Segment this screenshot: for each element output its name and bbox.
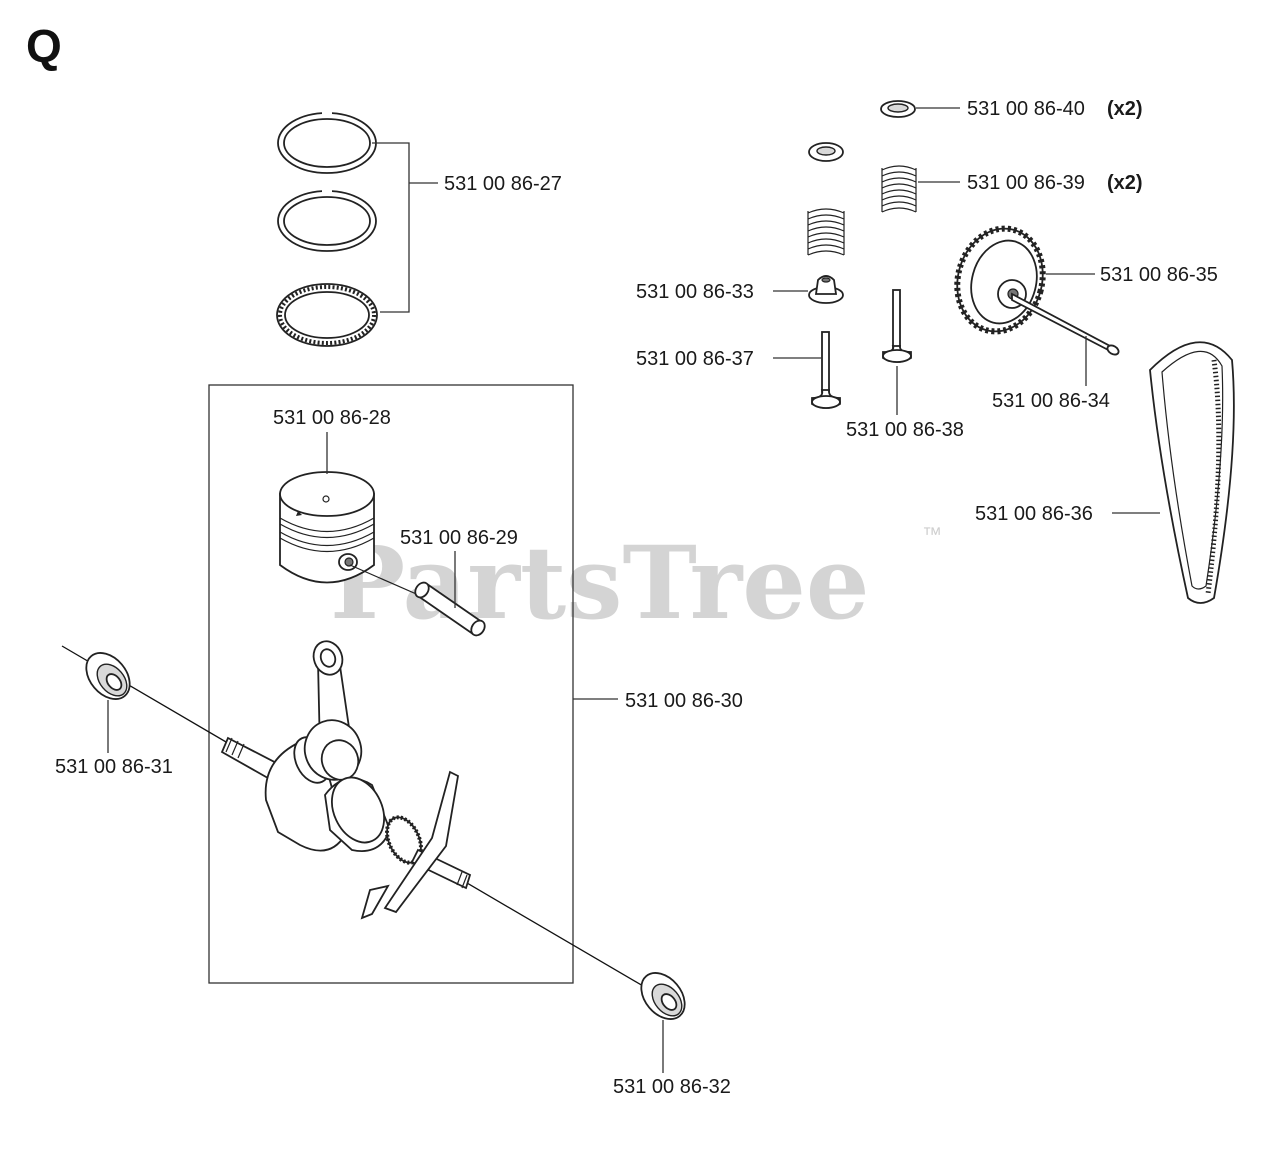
part-label-32[interactable]: 531 00 86-32 <box>613 1076 731 1098</box>
valve-train-illustration <box>807 100 917 409</box>
part-label-35[interactable]: 531 00 86-35 <box>1100 264 1218 286</box>
piston-pin-illustration <box>349 564 486 637</box>
cam-gear-illustration <box>954 225 1120 356</box>
seal-right-illustration <box>640 972 686 1020</box>
part-qty-39: (x2) <box>1107 172 1143 194</box>
piston-illustration <box>279 471 375 584</box>
leader-lines <box>107 107 1160 1073</box>
seal-left-illustration <box>85 652 131 700</box>
part-label-29[interactable]: 531 00 86-29 <box>400 527 518 549</box>
part-label-40[interactable]: 531 00 86-40 <box>967 98 1085 120</box>
watermark-trademark: ™ <box>922 524 942 546</box>
part-label-39[interactable]: 531 00 86-39 <box>967 172 1085 194</box>
part-label-30[interactable]: 531 00 86-30 <box>625 690 743 712</box>
timing-belt-illustration <box>1149 341 1235 604</box>
crankshaft-illustration <box>220 640 472 920</box>
part-label-37[interactable]: 531 00 86-37 <box>636 348 754 370</box>
part-labels: 531 00 86-27 531 00 86-28 531 00 86-29 5… <box>55 98 1218 1098</box>
assembly-box <box>208 384 574 984</box>
part-label-36[interactable]: 531 00 86-36 <box>975 503 1093 525</box>
part-label-38[interactable]: 531 00 86-38 <box>846 419 964 441</box>
part-label-28[interactable]: 531 00 86-28 <box>273 407 391 429</box>
part-label-33[interactable]: 531 00 86-33 <box>636 281 754 303</box>
part-label-27[interactable]: 531 00 86-27 <box>444 173 562 195</box>
part-label-31[interactable]: 531 00 86-31 <box>55 756 173 778</box>
part-label-34[interactable]: 531 00 86-34 <box>992 390 1110 412</box>
part-qty-40: (x2) <box>1107 98 1143 120</box>
section-letter: Q <box>26 20 62 72</box>
piston-rings-illustration <box>276 110 378 347</box>
